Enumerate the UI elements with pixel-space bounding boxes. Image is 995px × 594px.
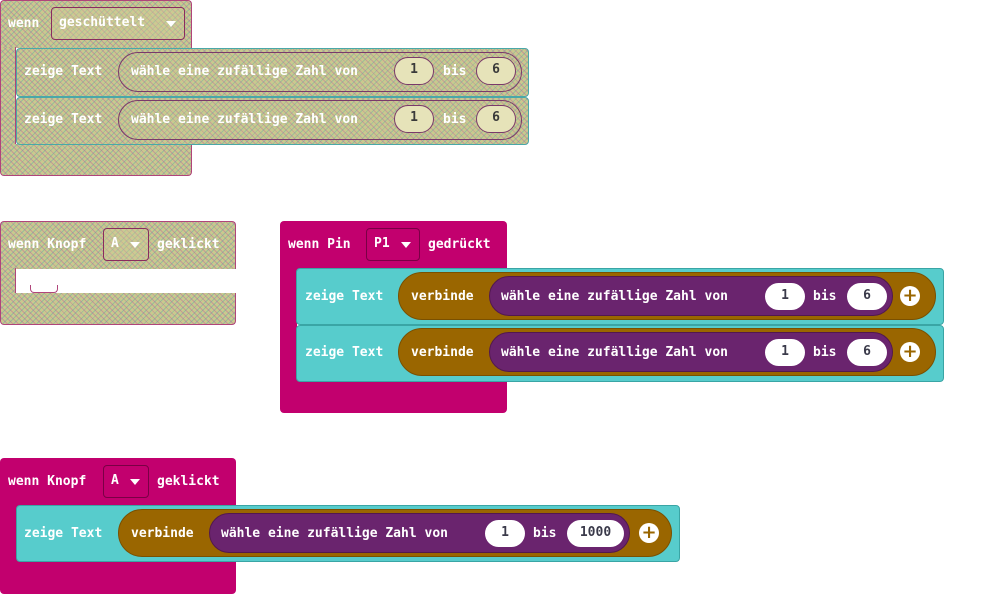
random-label: wähle eine zufällige Zahl von	[131, 112, 358, 127]
random-to-label: bis	[443, 64, 467, 79]
shake-hat-top[interactable]	[0, 0, 192, 48]
button2-clicked-label: geklickt	[157, 474, 220, 489]
join-label: verbinde	[411, 345, 474, 360]
caret-down-icon	[130, 242, 140, 248]
join-label: verbinde	[411, 289, 474, 304]
plus-circle-icon[interactable]: +	[639, 523, 659, 543]
random-number-block[interactable]	[489, 276, 893, 316]
random-to-label: bis	[443, 112, 467, 127]
random-label: wähle eine zufällige Zahl von	[221, 526, 448, 541]
random-from-input[interactable]: 1	[765, 283, 805, 310]
show-text-label: zeige Text	[24, 64, 103, 79]
random-number-block[interactable]	[118, 100, 522, 140]
pin-dropdown[interactable]: P1	[366, 228, 420, 261]
random-number-block[interactable]	[209, 513, 630, 553]
random-label: wähle eine zufällige Zahl von	[501, 345, 728, 360]
button2-hat-bottom	[0, 561, 236, 594]
random-to-input[interactable]: 1000	[567, 520, 624, 547]
pin-hat-top[interactable]	[280, 221, 507, 269]
plus-circle-icon[interactable]: +	[900, 342, 920, 362]
button-hat-bottom	[0, 293, 236, 325]
random-to-label: bis	[813, 345, 837, 360]
show-text-label: zeige Text	[305, 289, 384, 304]
plus-circle-icon[interactable]: +	[900, 286, 920, 306]
random-label: wähle eine zufällige Zahl von	[131, 64, 358, 79]
random-to-input[interactable]: 6	[476, 105, 516, 133]
random-number-block[interactable]	[489, 332, 893, 372]
button2-dropdown[interactable]: A	[103, 465, 149, 498]
caret-down-icon	[401, 242, 411, 248]
pin-hat-bottom	[280, 380, 507, 413]
button-hat-spine	[0, 268, 16, 296]
show-text-label: zeige Text	[24, 112, 103, 127]
gesture-dropdown[interactable]: geschüttelt	[51, 7, 185, 40]
random-to-label: bis	[533, 526, 557, 541]
random-from-input[interactable]: 1	[765, 339, 805, 366]
pin-hat-spine	[280, 268, 297, 382]
random-to-input[interactable]: 6	[847, 339, 887, 366]
random-number-block[interactable]	[118, 52, 522, 92]
show-text-label: zeige Text	[24, 526, 103, 541]
button-dropdown[interactable]: A	[103, 228, 149, 261]
pin-when-label: wenn Pin	[288, 237, 351, 252]
shake-when-label: wenn	[8, 16, 40, 31]
random-label: wähle eine zufällige Zahl von	[501, 289, 728, 304]
button-clicked-label: geklickt	[157, 237, 220, 252]
button-dropdown-value: A	[111, 236, 119, 251]
caret-down-icon	[130, 479, 140, 485]
button2-hat-top[interactable]	[0, 458, 236, 506]
button2-when-label: wenn Knopf	[8, 474, 87, 489]
gesture-dropdown-value: geschüttelt	[59, 15, 146, 30]
button2-dropdown-value: A	[111, 473, 119, 488]
caret-down-icon	[166, 21, 176, 27]
pin-pressed-label: gedrückt	[428, 237, 491, 252]
random-from-input[interactable]: 1	[485, 520, 525, 547]
random-to-label: bis	[813, 289, 837, 304]
button2-hat-spine	[0, 505, 17, 563]
join-label: verbinde	[131, 526, 194, 541]
button-when-label: wenn Knopf	[8, 237, 87, 252]
show-text-label: zeige Text	[305, 345, 384, 360]
shake-hat-bottom	[0, 144, 192, 176]
random-to-input[interactable]: 6	[847, 283, 887, 310]
random-to-input[interactable]: 6	[476, 57, 516, 85]
pin-dropdown-value: P1	[374, 236, 390, 251]
button-hat-top[interactable]	[0, 221, 236, 269]
shake-hat-spine	[0, 47, 16, 147]
empty-slot-notch	[30, 285, 58, 293]
random-from-input[interactable]: 1	[394, 57, 434, 85]
random-from-input[interactable]: 1	[394, 105, 434, 133]
